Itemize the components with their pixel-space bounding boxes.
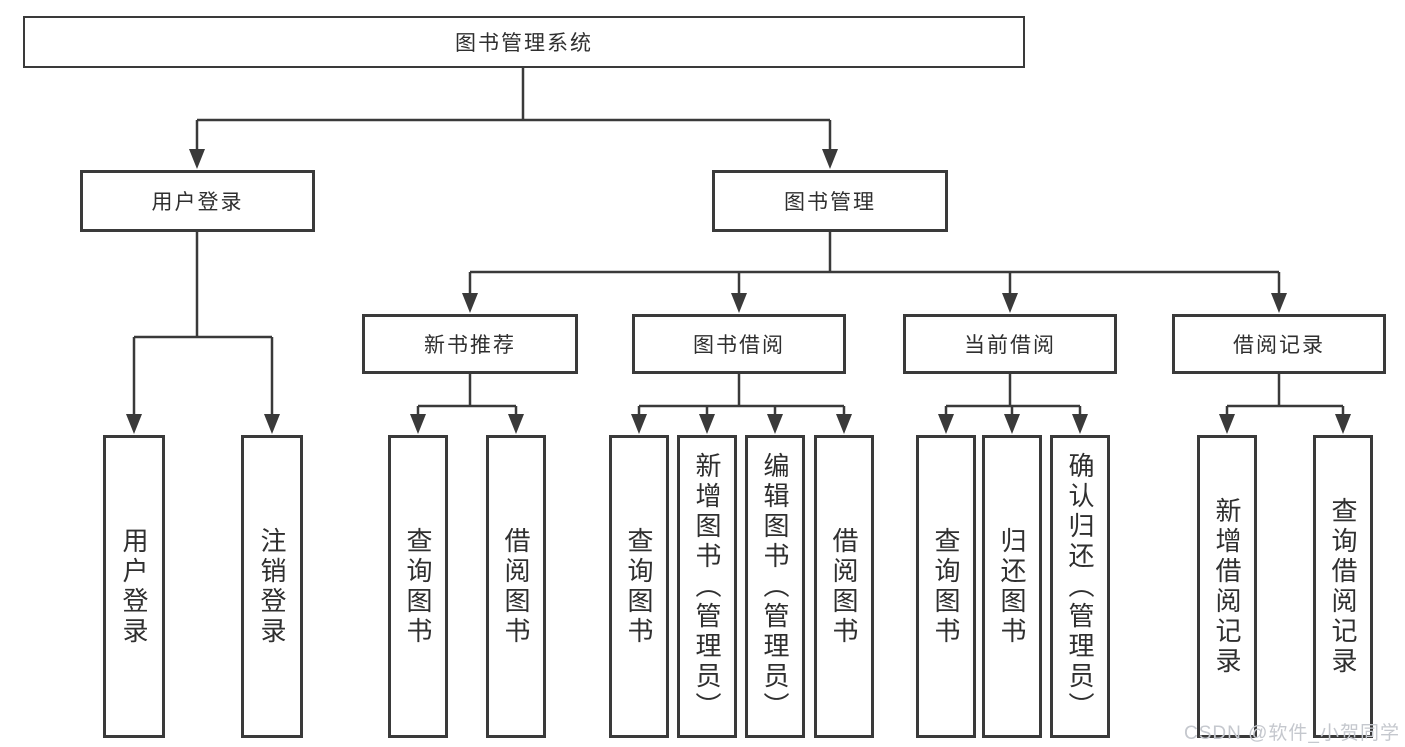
leaf-user-login: 用户登录 bbox=[103, 435, 165, 738]
watermark-text: CSDN @软件_小贺同学 bbox=[1184, 723, 1400, 744]
leaf-logout-label: 注销登录 bbox=[257, 526, 287, 647]
leaf-borrowing-query-books-label: 查询图书 bbox=[624, 526, 654, 647]
leaf-records-add-record-label: 新增借阅记录 bbox=[1212, 496, 1242, 677]
node-borrowing-records-label: 借阅记录 bbox=[1233, 334, 1325, 357]
leaf-recommend-borrow-books: 借阅图书 bbox=[486, 435, 546, 738]
leaf-borrowing-edit-books-admin: 编辑图书（管理员） bbox=[745, 435, 805, 738]
node-user-login-label: 用户登录 bbox=[151, 191, 244, 214]
leaf-borrowing-borrow-books-label: 借阅图书 bbox=[829, 526, 859, 647]
node-book-management-label: 图书管理 bbox=[784, 191, 876, 214]
node-current-borrowing-label: 当前借阅 bbox=[964, 334, 1056, 357]
leaf-current-query-books: 查询图书 bbox=[916, 435, 976, 738]
node-borrowing-records: 借阅记录 bbox=[1172, 314, 1386, 374]
leaf-current-query-books-label: 查询图书 bbox=[931, 526, 961, 647]
leaf-recommend-borrow-books-label: 借阅图书 bbox=[501, 526, 531, 647]
leaf-logout: 注销登录 bbox=[241, 435, 303, 738]
node-root-label: 图书管理系统 bbox=[455, 32, 593, 55]
node-book-management: 图书管理 bbox=[712, 170, 948, 232]
leaf-records-query-record: 查询借阅记录 bbox=[1313, 435, 1373, 738]
leaf-records-add-record: 新增借阅记录 bbox=[1197, 435, 1257, 738]
node-current-borrowing: 当前借阅 bbox=[903, 314, 1117, 374]
leaf-user-login-label: 用户登录 bbox=[119, 526, 149, 647]
node-user-login: 用户登录 bbox=[80, 170, 315, 232]
leaf-records-query-record-label: 查询借阅记录 bbox=[1328, 496, 1358, 677]
leaf-current-return-books-label: 归还图书 bbox=[997, 526, 1027, 647]
leaf-current-return-books: 归还图书 bbox=[982, 435, 1042, 738]
leaf-borrowing-add-books-admin: 新增图书（管理员） bbox=[677, 435, 737, 738]
node-new-book-recommendation: 新书推荐 bbox=[362, 314, 578, 374]
leaf-borrowing-edit-books-admin-label: 编辑图书（管理员） bbox=[760, 451, 790, 722]
leaf-current-confirm-return-admin-label: 确认归还（管理员） bbox=[1065, 451, 1095, 722]
node-new-book-recommendation-label: 新书推荐 bbox=[424, 334, 516, 357]
leaf-recommend-query-books-label: 查询图书 bbox=[403, 526, 433, 647]
node-root: 图书管理系统 bbox=[23, 16, 1025, 68]
leaf-borrowing-add-books-admin-label: 新增图书（管理员） bbox=[692, 451, 722, 722]
node-book-borrowing-label: 图书借阅 bbox=[693, 334, 785, 357]
leaf-current-confirm-return-admin: 确认归还（管理员） bbox=[1050, 435, 1110, 738]
leaf-borrowing-query-books: 查询图书 bbox=[609, 435, 669, 738]
node-book-borrowing: 图书借阅 bbox=[632, 314, 846, 374]
leaf-borrowing-borrow-books: 借阅图书 bbox=[814, 435, 874, 738]
leaf-recommend-query-books: 查询图书 bbox=[388, 435, 448, 738]
